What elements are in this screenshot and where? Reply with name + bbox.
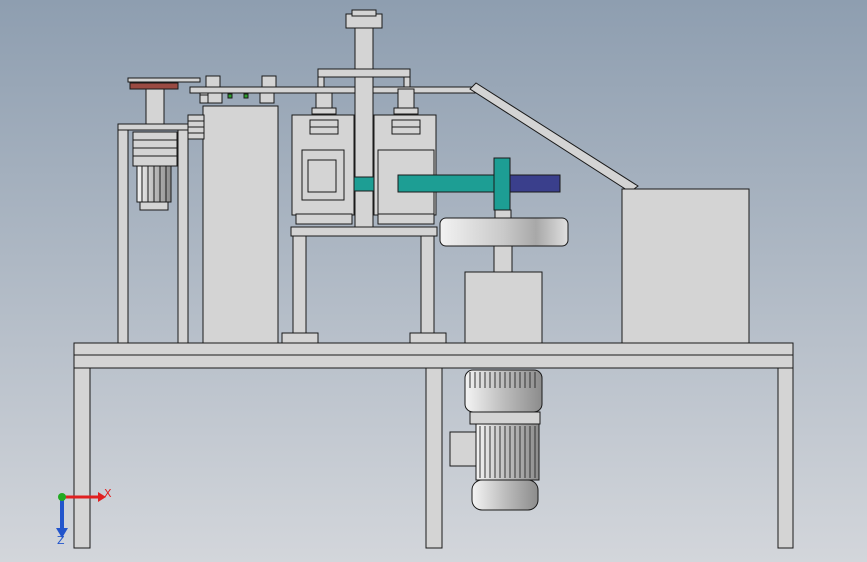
cantilever-arm bbox=[127, 77, 201, 83]
table-leg-middle bbox=[425, 367, 443, 549]
spindle-assembly-left bbox=[291, 92, 355, 225]
teal-horizontal bbox=[397, 174, 511, 193]
support-leg-right bbox=[420, 235, 435, 334]
axis-x-label: X bbox=[104, 487, 112, 500]
coordinate-triad-icon: X Z bbox=[56, 487, 112, 547]
green-marker-1 bbox=[227, 93, 233, 99]
table-leg-right bbox=[777, 367, 794, 549]
disc-shaft bbox=[494, 209, 512, 219]
support-table bbox=[281, 226, 447, 344]
top-beam bbox=[189, 86, 476, 94]
support-foot-left bbox=[281, 332, 319, 344]
top-beam-assembly bbox=[127, 9, 639, 228]
tall-cabinet bbox=[187, 88, 279, 344]
under-table-motor bbox=[449, 369, 543, 511]
table-top bbox=[73, 342, 794, 356]
table-rail bbox=[73, 354, 794, 369]
navy-arm bbox=[505, 174, 561, 193]
small-motor-endcap bbox=[139, 201, 169, 211]
rotary-disc-assembly bbox=[439, 209, 569, 344]
top-bridge bbox=[317, 68, 411, 78]
bridge-leg-left bbox=[317, 76, 325, 88]
tower-post-left bbox=[117, 127, 129, 344]
motor-endcap bbox=[471, 479, 539, 511]
clamp-2 bbox=[261, 75, 277, 88]
upper-shaft bbox=[145, 88, 165, 125]
bearing-block-1 bbox=[207, 92, 223, 104]
teal-vertical bbox=[493, 157, 511, 211]
cabinet-body bbox=[202, 105, 279, 344]
clamp-1 bbox=[205, 75, 221, 88]
gearbox-block bbox=[464, 271, 543, 344]
column-cap-flange bbox=[351, 9, 377, 17]
motor-flange bbox=[469, 411, 541, 425]
support-top bbox=[290, 226, 438, 237]
coupling-block bbox=[132, 131, 178, 167]
pusher-arm bbox=[353, 157, 561, 211]
lower-shaft bbox=[493, 245, 513, 273]
motor-body bbox=[475, 423, 540, 481]
tower-post-right bbox=[177, 127, 189, 344]
terminal-box bbox=[449, 431, 481, 467]
tower-top-bar bbox=[117, 123, 189, 131]
right-enclosure bbox=[621, 188, 750, 344]
rotary-disc bbox=[439, 217, 569, 247]
teal-link bbox=[353, 176, 375, 192]
brown-plate bbox=[129, 82, 179, 90]
green-marker-2 bbox=[243, 93, 249, 99]
bridge-leg-right bbox=[403, 76, 411, 88]
left-motor-tower bbox=[117, 82, 189, 344]
axis-z-label: Z bbox=[57, 534, 65, 547]
vertical-column bbox=[354, 27, 374, 228]
base-table bbox=[73, 342, 794, 549]
bearing-block-2 bbox=[259, 92, 275, 104]
support-leg-left bbox=[292, 235, 307, 334]
spindle-assembly-right bbox=[373, 88, 437, 225]
support-foot-right bbox=[409, 332, 447, 344]
table-leg-left bbox=[73, 367, 91, 549]
diagonal-chute bbox=[469, 82, 639, 193]
